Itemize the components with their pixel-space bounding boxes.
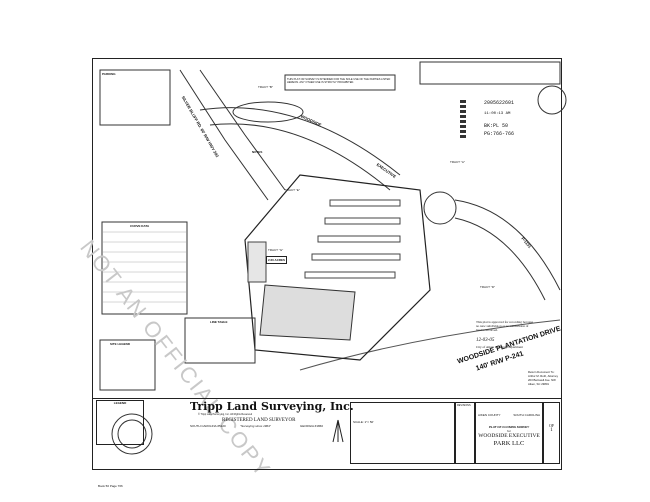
legend-box: LEGEND — [96, 400, 144, 445]
county: AIKEN COUNTY — [478, 413, 501, 417]
parking-box — [99, 69, 171, 126]
recording-number: 2005622601 — [484, 100, 515, 106]
roundabout — [423, 191, 457, 225]
line-table-title: LINE TABLE — [210, 320, 228, 324]
notes-title: NOTES — [252, 150, 263, 154]
tripod-icon — [332, 419, 344, 443]
return-label: Return Document To: — [528, 370, 555, 374]
sheet-box: OF 1 — [543, 402, 560, 464]
copyright: © Tripp Land Surveying, Inc. All Rights … — [198, 413, 253, 416]
recording-time: 11:00:13 AM — [484, 112, 511, 116]
plantation-drive — [299, 319, 561, 371]
registered-label: REGISTERED LAND SURVEYOR — [222, 418, 296, 423]
curve-data-title: CURVE DATA — [130, 224, 150, 228]
barcode — [460, 100, 466, 138]
slogan: "Surveying since 1964" — [240, 424, 271, 428]
recording-book: BK:PL 50 — [484, 123, 509, 129]
tract-g-label: TRACT "G" — [268, 248, 284, 252]
company-seal-inner — [117, 419, 147, 449]
owner-line1: WOODSIDE EXECUTIVE — [478, 433, 540, 439]
return-city: Aiken, SC 29801 — [528, 382, 549, 386]
revisions-label: REVISIONS — [457, 404, 471, 407]
sc-license: SOUTH CAROLINA #5120 — [190, 424, 226, 428]
title-block — [92, 398, 562, 470]
state: SOUTH CAROLINA — [513, 413, 540, 417]
revisions-box: REVISIONS — [455, 402, 475, 464]
approval-dept: City of Aiken Planning Department — [476, 345, 523, 349]
tract-b-label: TRACT "B" — [258, 85, 273, 89]
curve-data-table — [101, 221, 188, 315]
surveyor-seal — [537, 85, 567, 115]
owner-line2: PARK LLC — [493, 440, 525, 447]
plat-type: PLAT OF CLOSING SURVEY — [488, 425, 530, 429]
recording-page: PG:766-766 — [484, 131, 515, 137]
return-name: Arthur M. Roth, Attorney — [528, 374, 559, 378]
scale-label: SCALE: 1"= 50' — [353, 420, 374, 424]
legend-title: LEGEND — [113, 401, 127, 405]
building-wing — [247, 241, 267, 283]
return-address: 203 Barnwell Ave. NW — [528, 378, 556, 382]
woodside-road — [199, 107, 401, 191]
line-table — [184, 317, 256, 364]
header-note-box — [284, 74, 396, 91]
plat-for: for — [507, 429, 511, 433]
plat-title-box: AIKEN COUNTY SOUTH CAROLINA PLAT OF CLOS… — [475, 402, 543, 464]
silver-bluff-road — [179, 69, 286, 201]
curve-data-rows — [102, 231, 187, 303]
tract-a-label: TRACT "A" — [450, 160, 465, 164]
tract-d-label: TRACT "D" — [480, 285, 496, 289]
site-legend-box — [99, 339, 156, 391]
sheet-of: OF — [548, 423, 555, 428]
tract-e-label: TRACT "E" — [285, 188, 300, 192]
company-seal — [111, 413, 153, 455]
book-page-footer: Book 50 Page 766 — [98, 484, 123, 488]
acreage-label: 2.60 ACRES — [266, 256, 288, 264]
parking-rows — [304, 199, 401, 279]
site-legend-title: SITE LEGEND — [110, 342, 131, 346]
surveyor-notes-box — [419, 61, 561, 85]
cul-de-sac — [232, 101, 304, 123]
project-info-box: SCALE: 1"= 50' — [350, 402, 455, 464]
ga-license: GEORGIA #1860 — [300, 424, 324, 428]
sheet-number: 1 — [550, 428, 553, 433]
p1131-road — [454, 199, 561, 301]
parking-title: PARKING — [102, 72, 116, 76]
header-note: THIS PLAT OR SURVEY IS INTENDED FOR THE … — [287, 78, 391, 84]
company-name: Tripp Land Surveying, Inc. — [190, 400, 354, 413]
building — [259, 284, 356, 341]
approval-date: 12-03-05 — [476, 338, 495, 343]
approval-text: This plat is approved for recording beca… — [476, 320, 534, 332]
